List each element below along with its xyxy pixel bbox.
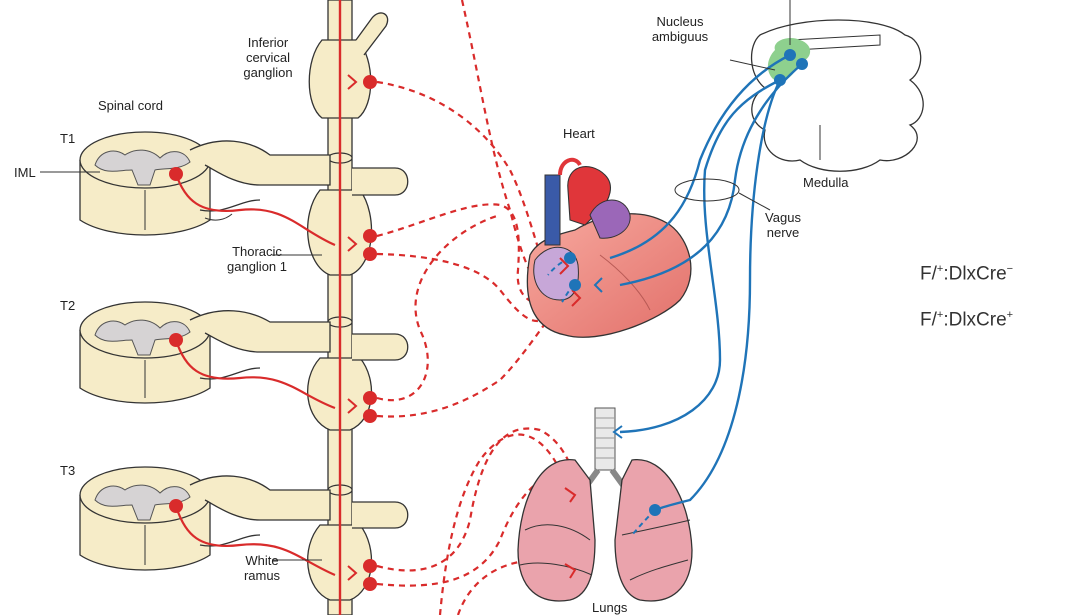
label-t3: T3 bbox=[60, 463, 75, 478]
label-nucleus-ambiguus: Nucleus ambiguus bbox=[640, 14, 720, 44]
label-t2: T2 bbox=[60, 298, 75, 313]
genotype-dlxcre-positive: F/+:DlxCre+ bbox=[920, 304, 1013, 331]
label-inferior-ganglion: Inferior cervical ganglion bbox=[228, 35, 308, 80]
label-lungs: Lungs bbox=[592, 600, 627, 615]
label-thoracic-ganglion: Thoracic ganglion 1 bbox=[218, 244, 296, 274]
label-heart: Heart bbox=[563, 126, 595, 141]
label-t1: T1 bbox=[60, 131, 75, 146]
label-vagus-nerve: Vagus nerve bbox=[755, 210, 811, 240]
genotype-dlxcre-negative: F/+:DlxCre− bbox=[920, 258, 1013, 285]
label-medulla: Medulla bbox=[803, 175, 849, 190]
label-white-ramus: White ramus bbox=[232, 553, 292, 583]
label-spinal-cord: Spinal cord bbox=[98, 98, 163, 113]
lungs bbox=[518, 408, 692, 601]
label-iml: IML bbox=[14, 165, 36, 180]
heart bbox=[527, 160, 691, 337]
